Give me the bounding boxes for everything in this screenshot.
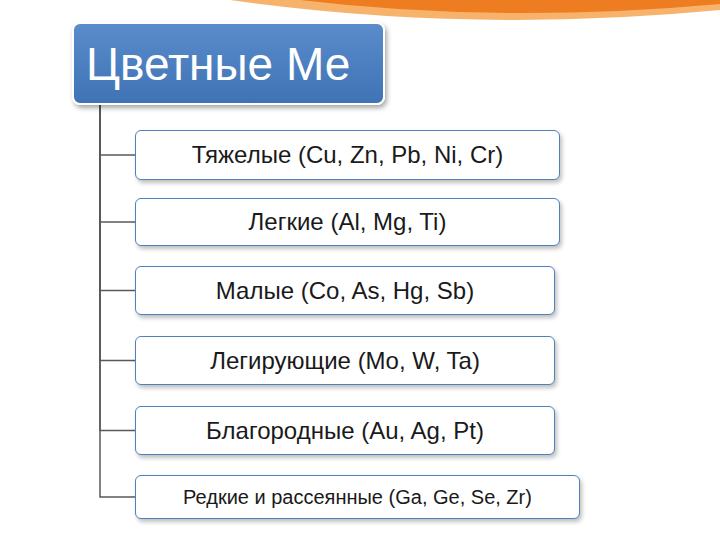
category-label: Тяжелые (Cu, Zn, Pb, Ni, Cr) [192,141,504,169]
category-box: Тяжелые (Cu, Zn, Pb, Ni, Cr) [135,130,560,180]
tree-connector [100,105,135,497]
category-label: Редкие и рассеянные (Ga, Ge, Se, Zr) [183,486,532,509]
category-box: Малые (Co, As, Hg, Sb) [135,266,555,315]
tree-connector [100,105,135,291]
category-box: Редкие и рассеянные (Ga, Ge, Se, Zr) [135,475,580,519]
tree-connector [100,105,135,431]
category-box: Легирующие (Mo, W, Ta) [135,336,555,385]
category-box: Благородные (Au, Ag, Pt) [135,406,555,455]
swoosh-band [300,0,720,13]
category-label: Легкие (Al, Mg, Ti) [249,208,447,236]
tree-connector [100,105,135,361]
category-label: Легирующие (Mo, W, Ta) [210,347,480,375]
category-box: Легкие (Al, Mg, Ti) [135,198,560,246]
title-box: Цветные Ме [72,22,385,105]
category-label: Малые (Co, As, Hg, Sb) [216,277,474,305]
title-label: Цветные Ме [86,37,350,91]
tree-connector [100,105,135,222]
swoosh-band [230,0,720,20]
tree-connector [100,105,135,155]
category-label: Благородные (Au, Ag, Pt) [206,417,484,445]
